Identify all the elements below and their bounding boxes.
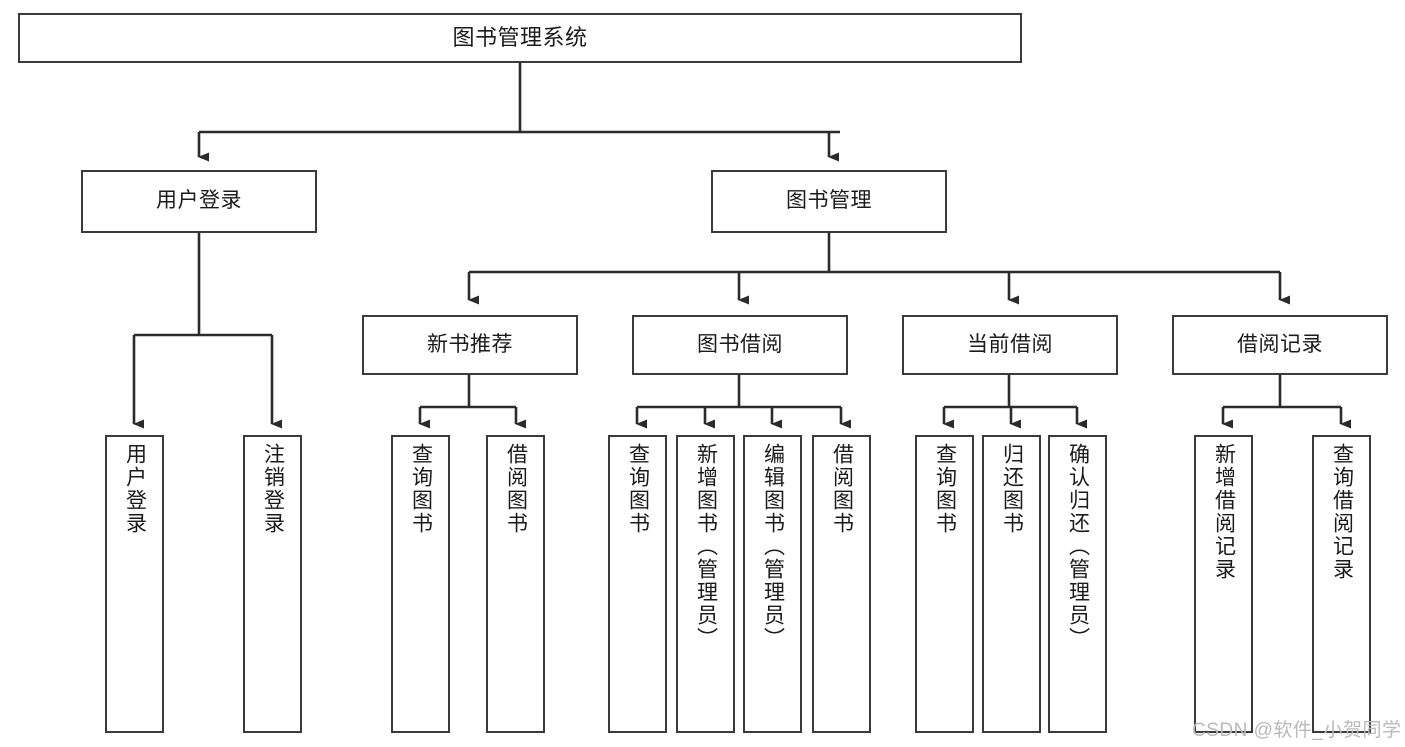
- leaf-current-return-book[interactable]: 归还图书: [982, 435, 1041, 733]
- node-label: 注销登录: [261, 443, 285, 535]
- node-label: 图书管理: [786, 189, 872, 213]
- node-label: 用户登录: [123, 443, 147, 535]
- leaf-recommend-borrow-book[interactable]: 借阅图书: [486, 435, 545, 733]
- node-user-login[interactable]: 用户登录: [81, 170, 317, 233]
- node-new-book-recommend[interactable]: 新书推荐: [362, 315, 578, 375]
- node-borrow-records[interactable]: 借阅记录: [1172, 315, 1388, 375]
- leaf-current-query-book[interactable]: 查询图书: [915, 435, 974, 733]
- node-label: 当前借阅: [967, 332, 1053, 356]
- node-label: 归还图书: [1000, 443, 1024, 535]
- leaf-recommend-query-book[interactable]: 查询图书: [391, 435, 450, 733]
- node-book-borrow[interactable]: 图书借阅: [632, 315, 848, 375]
- node-label: 借阅图书: [830, 443, 854, 535]
- node-current-borrow[interactable]: 当前借阅: [902, 315, 1118, 375]
- node-label: 查询图书: [626, 443, 650, 535]
- node-label: 确认归还（管理员）: [1066, 443, 1090, 650]
- node-label: 新增图书（管理员）: [694, 443, 718, 650]
- leaf-records-add-record[interactable]: 新增借阅记录: [1194, 435, 1253, 733]
- node-label: 编辑图书（管理员）: [761, 443, 785, 650]
- node-label: 查询图书: [409, 443, 433, 535]
- node-label: 查询图书: [933, 443, 957, 535]
- node-label: 借阅记录: [1237, 332, 1323, 356]
- node-book-management[interactable]: 图书管理: [711, 170, 947, 233]
- leaf-borrow-add-book-admin[interactable]: 新增图书（管理员）: [676, 435, 735, 733]
- leaf-user-login-signout[interactable]: 注销登录: [243, 435, 302, 733]
- leaf-current-confirm-return-admin[interactable]: 确认归还（管理员）: [1048, 435, 1107, 733]
- leaf-user-login-signin[interactable]: 用户登录: [105, 435, 164, 733]
- node-label: 新增借阅记录: [1212, 443, 1236, 581]
- node-label: 查询借阅记录: [1330, 443, 1354, 581]
- node-label: 借阅图书: [504, 443, 528, 535]
- node-label: 图书管理系统: [452, 25, 588, 51]
- watermark-text: CSDN @软件_小贺同学: [1192, 720, 1402, 741]
- node-label: 新书推荐: [427, 332, 513, 356]
- leaf-borrow-borrow-book[interactable]: 借阅图书: [812, 435, 871, 733]
- leaf-records-query-record[interactable]: 查询借阅记录: [1312, 435, 1371, 733]
- leaf-borrow-edit-book-admin[interactable]: 编辑图书（管理员）: [743, 435, 802, 733]
- node-root-system[interactable]: 图书管理系统: [18, 13, 1022, 63]
- leaf-borrow-query-book[interactable]: 查询图书: [608, 435, 667, 733]
- node-label: 用户登录: [156, 189, 242, 213]
- node-label: 图书借阅: [697, 332, 783, 356]
